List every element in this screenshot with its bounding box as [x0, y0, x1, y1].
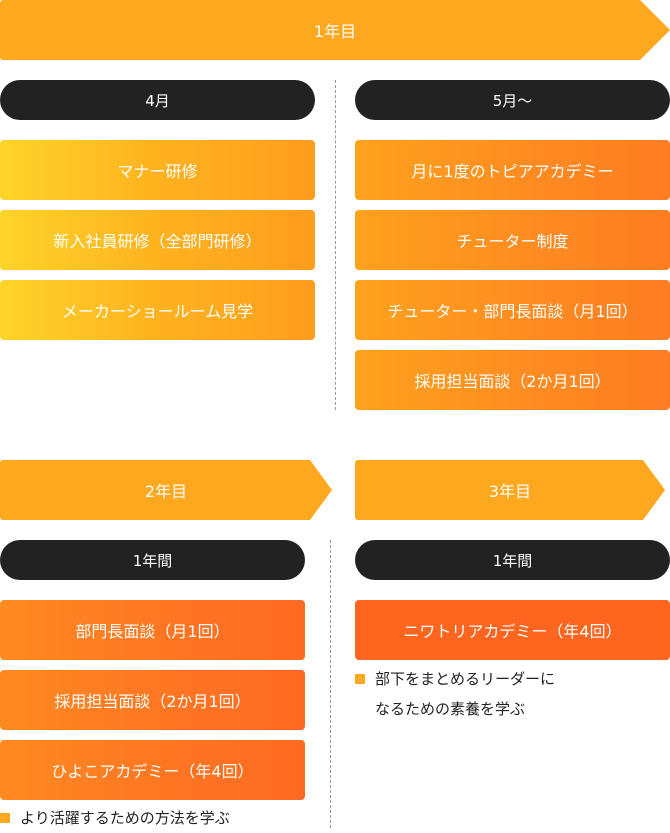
- program-label: 月に1度のトピアアカデミー: [411, 162, 614, 181]
- program-card: チューター・部門長面談（月1回）: [355, 280, 670, 340]
- program-label: 採用担当面談（2か月1回）: [414, 372, 611, 391]
- program-card: マナー研修: [0, 140, 315, 200]
- program-card: 採用担当面談（2か月1回）: [0, 670, 305, 730]
- period-label: 1年間: [492, 551, 533, 570]
- program-card: ニワトリアカデミー（年4回）: [355, 600, 670, 660]
- program-label: 採用担当面談（2か月1回）: [54, 692, 251, 711]
- program-label: メーカーショールーム見学: [61, 302, 254, 321]
- program-card: 新入社員研修（全部門研修）: [0, 210, 315, 270]
- period-pill-april: 4月: [0, 80, 315, 120]
- bullet-square-icon: [355, 674, 365, 684]
- program-card: チューター制度: [355, 210, 670, 270]
- note-text: 部下をまとめるリーダーに: [375, 670, 556, 688]
- period-label: 1年間: [132, 551, 173, 570]
- program-card: 月に1度のトピアアカデミー: [355, 140, 670, 200]
- note-text: なるための素養を学ぶ: [375, 700, 526, 718]
- year3-note: 部下をまとめるリーダーに なるための素養を学ぶ: [355, 664, 555, 724]
- program-label: 新入社員研修（全部門研修）: [53, 232, 262, 251]
- program-label: チューター制度: [456, 232, 569, 251]
- column-divider: [330, 540, 331, 828]
- column-divider: [335, 80, 336, 410]
- note-text: より活躍するための方法を学ぶ: [20, 809, 230, 827]
- period-label: 5月〜: [492, 91, 533, 110]
- year1-banner: 1年目: [0, 0, 670, 60]
- program-label: 部門長面談（月1回）: [75, 622, 230, 641]
- program-card: 採用担当面談（2か月1回）: [355, 350, 670, 410]
- period-pill-year3: 1年間: [355, 540, 670, 580]
- year3-banner-label: 3年目: [488, 482, 532, 501]
- program-label: チューター・部門長面談（月1回）: [387, 302, 638, 321]
- year2-banner: 2年目: [0, 460, 332, 520]
- program-card: ひよこアカデミー（年4回）: [0, 740, 305, 800]
- period-label: 4月: [145, 91, 170, 110]
- year2-banner-label: 2年目: [144, 482, 188, 501]
- year2-note: より活躍するための方法を学ぶ: [0, 803, 230, 833]
- program-label: ニワトリアカデミー（年4回）: [403, 622, 622, 641]
- program-card: 部門長面談（月1回）: [0, 600, 305, 660]
- program-label: マナー研修: [117, 162, 198, 181]
- period-pill-may-onward: 5月〜: [355, 80, 670, 120]
- program-label: ひよこアカデミー（年4回）: [51, 762, 254, 781]
- year3-banner: 3年目: [355, 460, 665, 520]
- year1-banner-label: 1年目: [313, 22, 357, 41]
- bullet-square-icon: [0, 813, 10, 823]
- period-pill-year2: 1年間: [0, 540, 305, 580]
- program-card: メーカーショールーム見学: [0, 280, 315, 340]
